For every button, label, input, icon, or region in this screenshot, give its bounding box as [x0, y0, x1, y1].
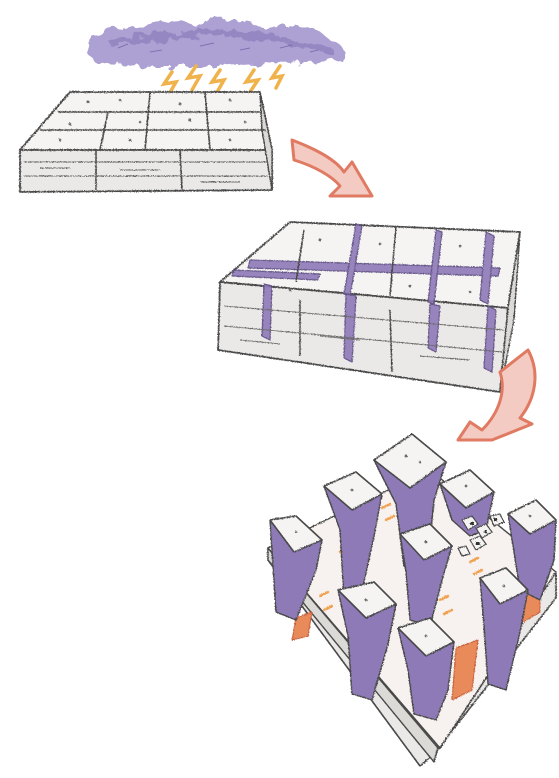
stage-1-limestone-block: [20, 92, 272, 192]
stage-2-limestone-block: [218, 222, 520, 392]
curved-arrow-icon: [292, 140, 372, 196]
stage-3-karst-block: [268, 434, 556, 766]
rain-cloud-icon: [89, 20, 346, 96]
